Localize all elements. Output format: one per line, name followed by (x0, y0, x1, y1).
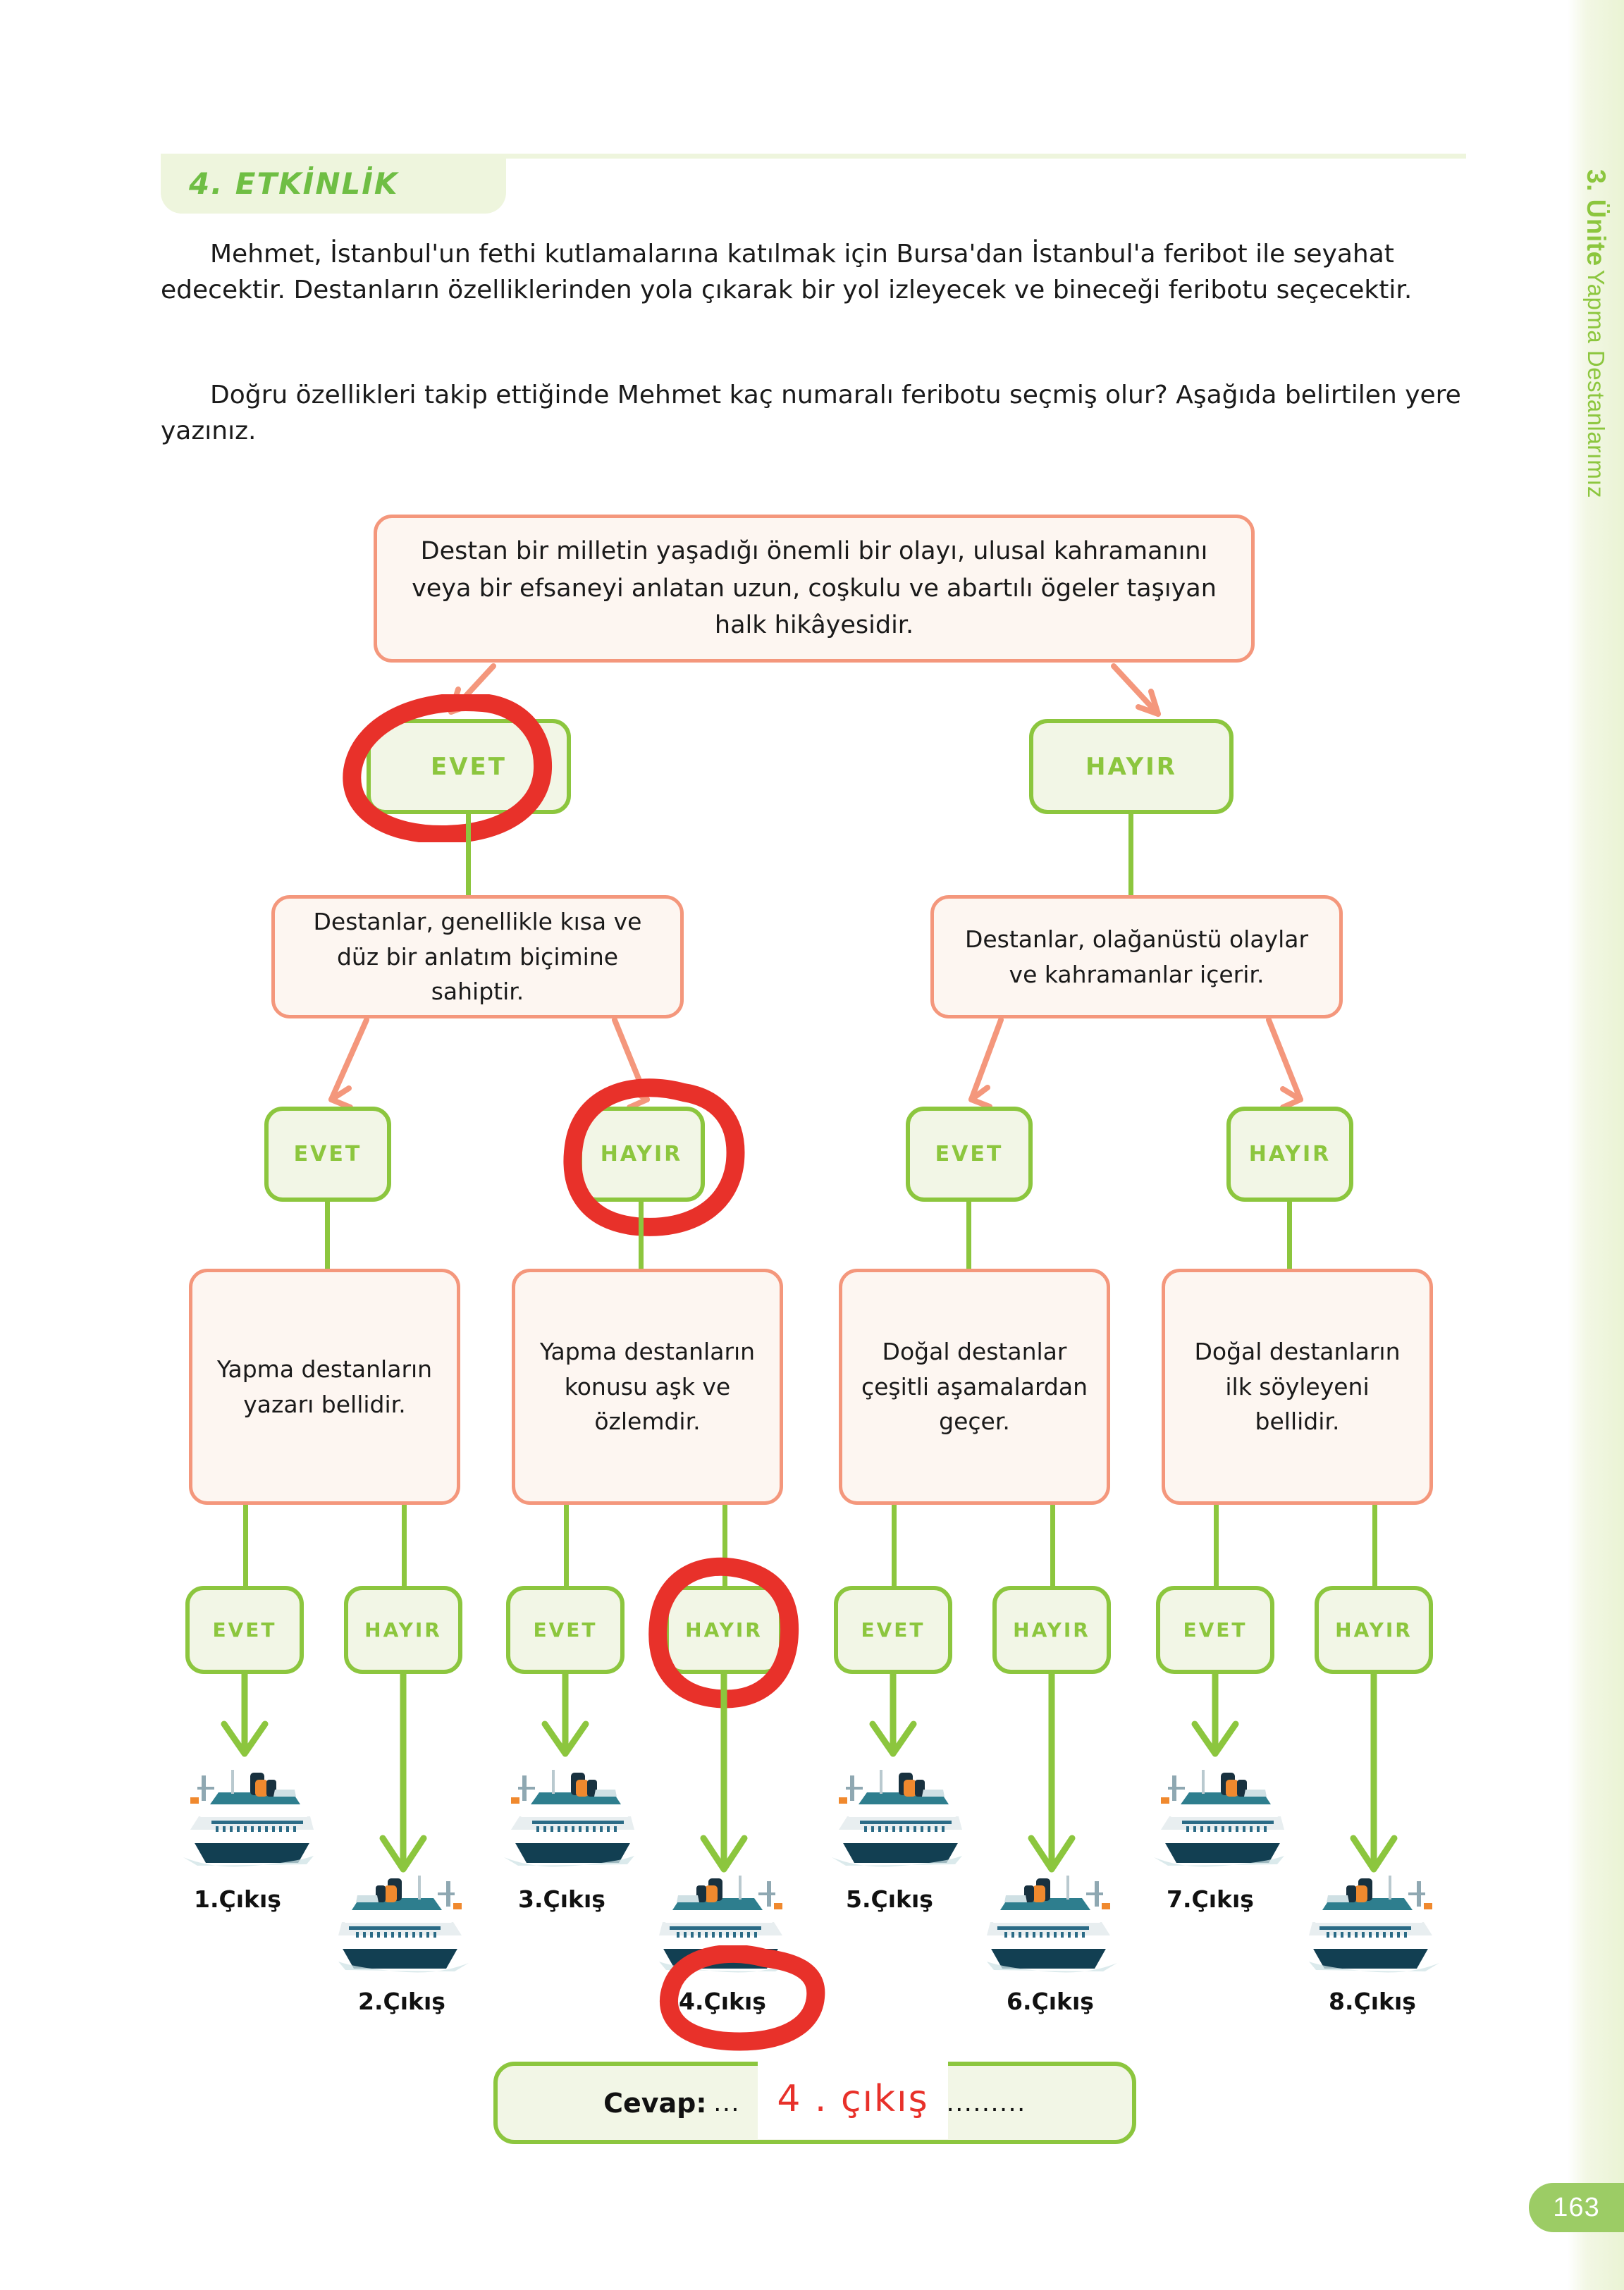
exit-label-5: 5.Çıkış (846, 1885, 933, 1913)
connector-l3-s0b (402, 1505, 407, 1589)
ship-icon-6 (980, 1864, 1131, 1977)
flow-l2-node-0[interactable]: EVET (264, 1107, 391, 1202)
ship-icon-3 (490, 1759, 641, 1871)
flow-l3-statement-0: Yapma destanların yazarı bellidir. (189, 1269, 460, 1505)
flow-l3-node-0[interactable]: EVET (185, 1586, 304, 1674)
flow-l3-label-3: HAYIR (685, 1618, 763, 1642)
flow-l2-statement-text-0: Destanlar, genellikle kısa ve düz bir an… (313, 908, 642, 1006)
flow-l3-statement-text-3: Doğal destanların ilk söyleyeni bellidir… (1194, 1338, 1401, 1436)
flow-l2-statement-text-1: Destanlar, olağanüstü olaylar ve kahrama… (964, 925, 1309, 988)
unit-number: 3. Ünite (1582, 169, 1611, 266)
flow-l1-node-1[interactable]: HAYIR (1029, 719, 1234, 814)
connector-l2-1 (639, 1202, 644, 1272)
flow-l3-node-6[interactable]: EVET (1156, 1586, 1274, 1674)
intro-text-1: Mehmet, İstanbul'un fethi kutlamalarına … (161, 240, 1413, 305)
flow-l3-node-7[interactable]: HAYIR (1315, 1586, 1433, 1674)
connector-l3-s3 (1214, 1505, 1219, 1589)
connector-l3-s1 (564, 1505, 569, 1589)
exit-label-8: 8.Çıkış (1329, 1988, 1416, 2015)
flow-l3-node-3[interactable]: HAYIR (665, 1586, 783, 1674)
intro-paragraph-2: Doğru özellikleri takip ettiğinde Mehmet… (161, 377, 1466, 449)
flow-root-text: Destan bir milletin yaşadığı önemli bir … (412, 537, 1217, 640)
flow-l3-label-1: HAYIR (364, 1618, 442, 1642)
connector-l2-3 (1287, 1202, 1292, 1272)
activity-label: 4. ETKİNLİK (189, 166, 399, 201)
exit-label-3: 3.Çıkış (518, 1885, 605, 1913)
connector-l3-s1b (722, 1505, 727, 1589)
unit-side-strip (1568, 0, 1624, 2290)
unit-side-label: 3. Ünite Yapma Destanlarımız (1575, 169, 1617, 705)
unit-subject: Yapma Destanlarımız (1583, 269, 1609, 498)
flow-l2-label-0: EVET (293, 1142, 362, 1166)
flow-l3-statement-text-2: Doğal destanlar çeşitli aşamalardan geçe… (861, 1338, 1088, 1436)
connector-l1-1 (1128, 814, 1133, 895)
flow-l3-label-5: HAYIR (1013, 1618, 1090, 1642)
flow-l3-node-4[interactable]: EVET (834, 1586, 952, 1674)
connector-l3-s2b (1050, 1505, 1055, 1589)
connector-l2-2 (966, 1202, 971, 1272)
flow-l2-label-3: HAYIR (1248, 1142, 1331, 1166)
exit-label-4: 4.Çıkış (679, 1988, 766, 2015)
ship-icon-7 (1140, 1759, 1291, 1871)
flow-l1-label-0: EVET (431, 752, 507, 781)
activity-header: 4. ETKİNLİK (161, 154, 506, 214)
handwritten-answer: 4 . çıkış (758, 2058, 948, 2139)
intro-paragraph-1: Mehmet, İstanbul'un fethi kutlamalarına … (161, 236, 1466, 308)
flow-l3-statement-3: Doğal destanların ilk söyleyeni bellidir… (1162, 1269, 1433, 1505)
flow-l2-node-1[interactable]: HAYIR (578, 1107, 705, 1202)
header-rule (161, 154, 1466, 159)
exit-label-2: 2.Çıkış (358, 1988, 445, 2015)
exit-label-6: 6.Çıkış (1007, 1988, 1094, 2015)
flow-l3-label-0: EVET (212, 1618, 277, 1642)
flow-l2-label-2: EVET (935, 1142, 1004, 1166)
ship-icon-5 (818, 1759, 969, 1871)
flow-l3-statement-text-0: Yapma destanların yazarı bellidir. (216, 1355, 433, 1418)
flow-l3-statement-1: Yapma destanların konusu aşk ve özlemdir… (512, 1269, 783, 1505)
ship-icon-8 (1302, 1864, 1453, 1977)
flow-l2-statement-0: Destanlar, genellikle kısa ve düz bir an… (271, 895, 684, 1018)
flow-l3-label-6: EVET (1183, 1618, 1248, 1642)
flow-l3-node-5[interactable]: HAYIR (992, 1586, 1111, 1674)
flow-l3-statement-text-1: Yapma destanların konusu aşk ve özlemdir… (539, 1338, 756, 1436)
connector-l1-0 (466, 814, 471, 895)
page-number-badge: 163 (1529, 2183, 1624, 2232)
connector-l3-s2 (892, 1505, 897, 1589)
connector-l3-s0 (243, 1505, 248, 1589)
intro-text-2: Doğru özellikleri takip ettiğinde Mehmet… (161, 381, 1461, 446)
flow-l3-statement-2: Doğal destanlar çeşitli aşamalardan geçe… (839, 1269, 1110, 1505)
exit-label-7: 7.Çıkış (1167, 1885, 1254, 1913)
flow-root-box: Destan bir milletin yaşadığı önemli bir … (374, 515, 1255, 663)
flow-l3-label-4: EVET (861, 1618, 925, 1642)
flow-l2-label-1: HAYIR (600, 1142, 683, 1166)
flow-l2-statement-1: Destanlar, olağanüstü olaylar ve kahrama… (930, 895, 1343, 1018)
flow-l3-label-2: EVET (533, 1618, 598, 1642)
flow-l1-node-0[interactable]: EVET (367, 719, 571, 814)
flow-l3-node-1[interactable]: HAYIR (344, 1586, 462, 1674)
exit-label-1: 1.Çıkış (194, 1885, 281, 1913)
ship-icon-4 (652, 1864, 804, 1977)
flow-l2-node-3[interactable]: HAYIR (1226, 1107, 1353, 1202)
answer-prompt: Cevap: (603, 2087, 707, 2119)
flow-l3-node-2[interactable]: EVET (506, 1586, 625, 1674)
flow-l1-label-1: HAYIR (1085, 752, 1177, 781)
flow-l2-node-2[interactable]: EVET (906, 1107, 1033, 1202)
ship-icon-2 (331, 1864, 483, 1977)
connector-l2-0 (325, 1202, 330, 1272)
connector-l3-s3b (1372, 1505, 1377, 1589)
answer-dots-before: ... (713, 2088, 741, 2117)
ship-icon-1 (169, 1759, 321, 1871)
flow-l3-label-7: HAYIR (1335, 1618, 1413, 1642)
